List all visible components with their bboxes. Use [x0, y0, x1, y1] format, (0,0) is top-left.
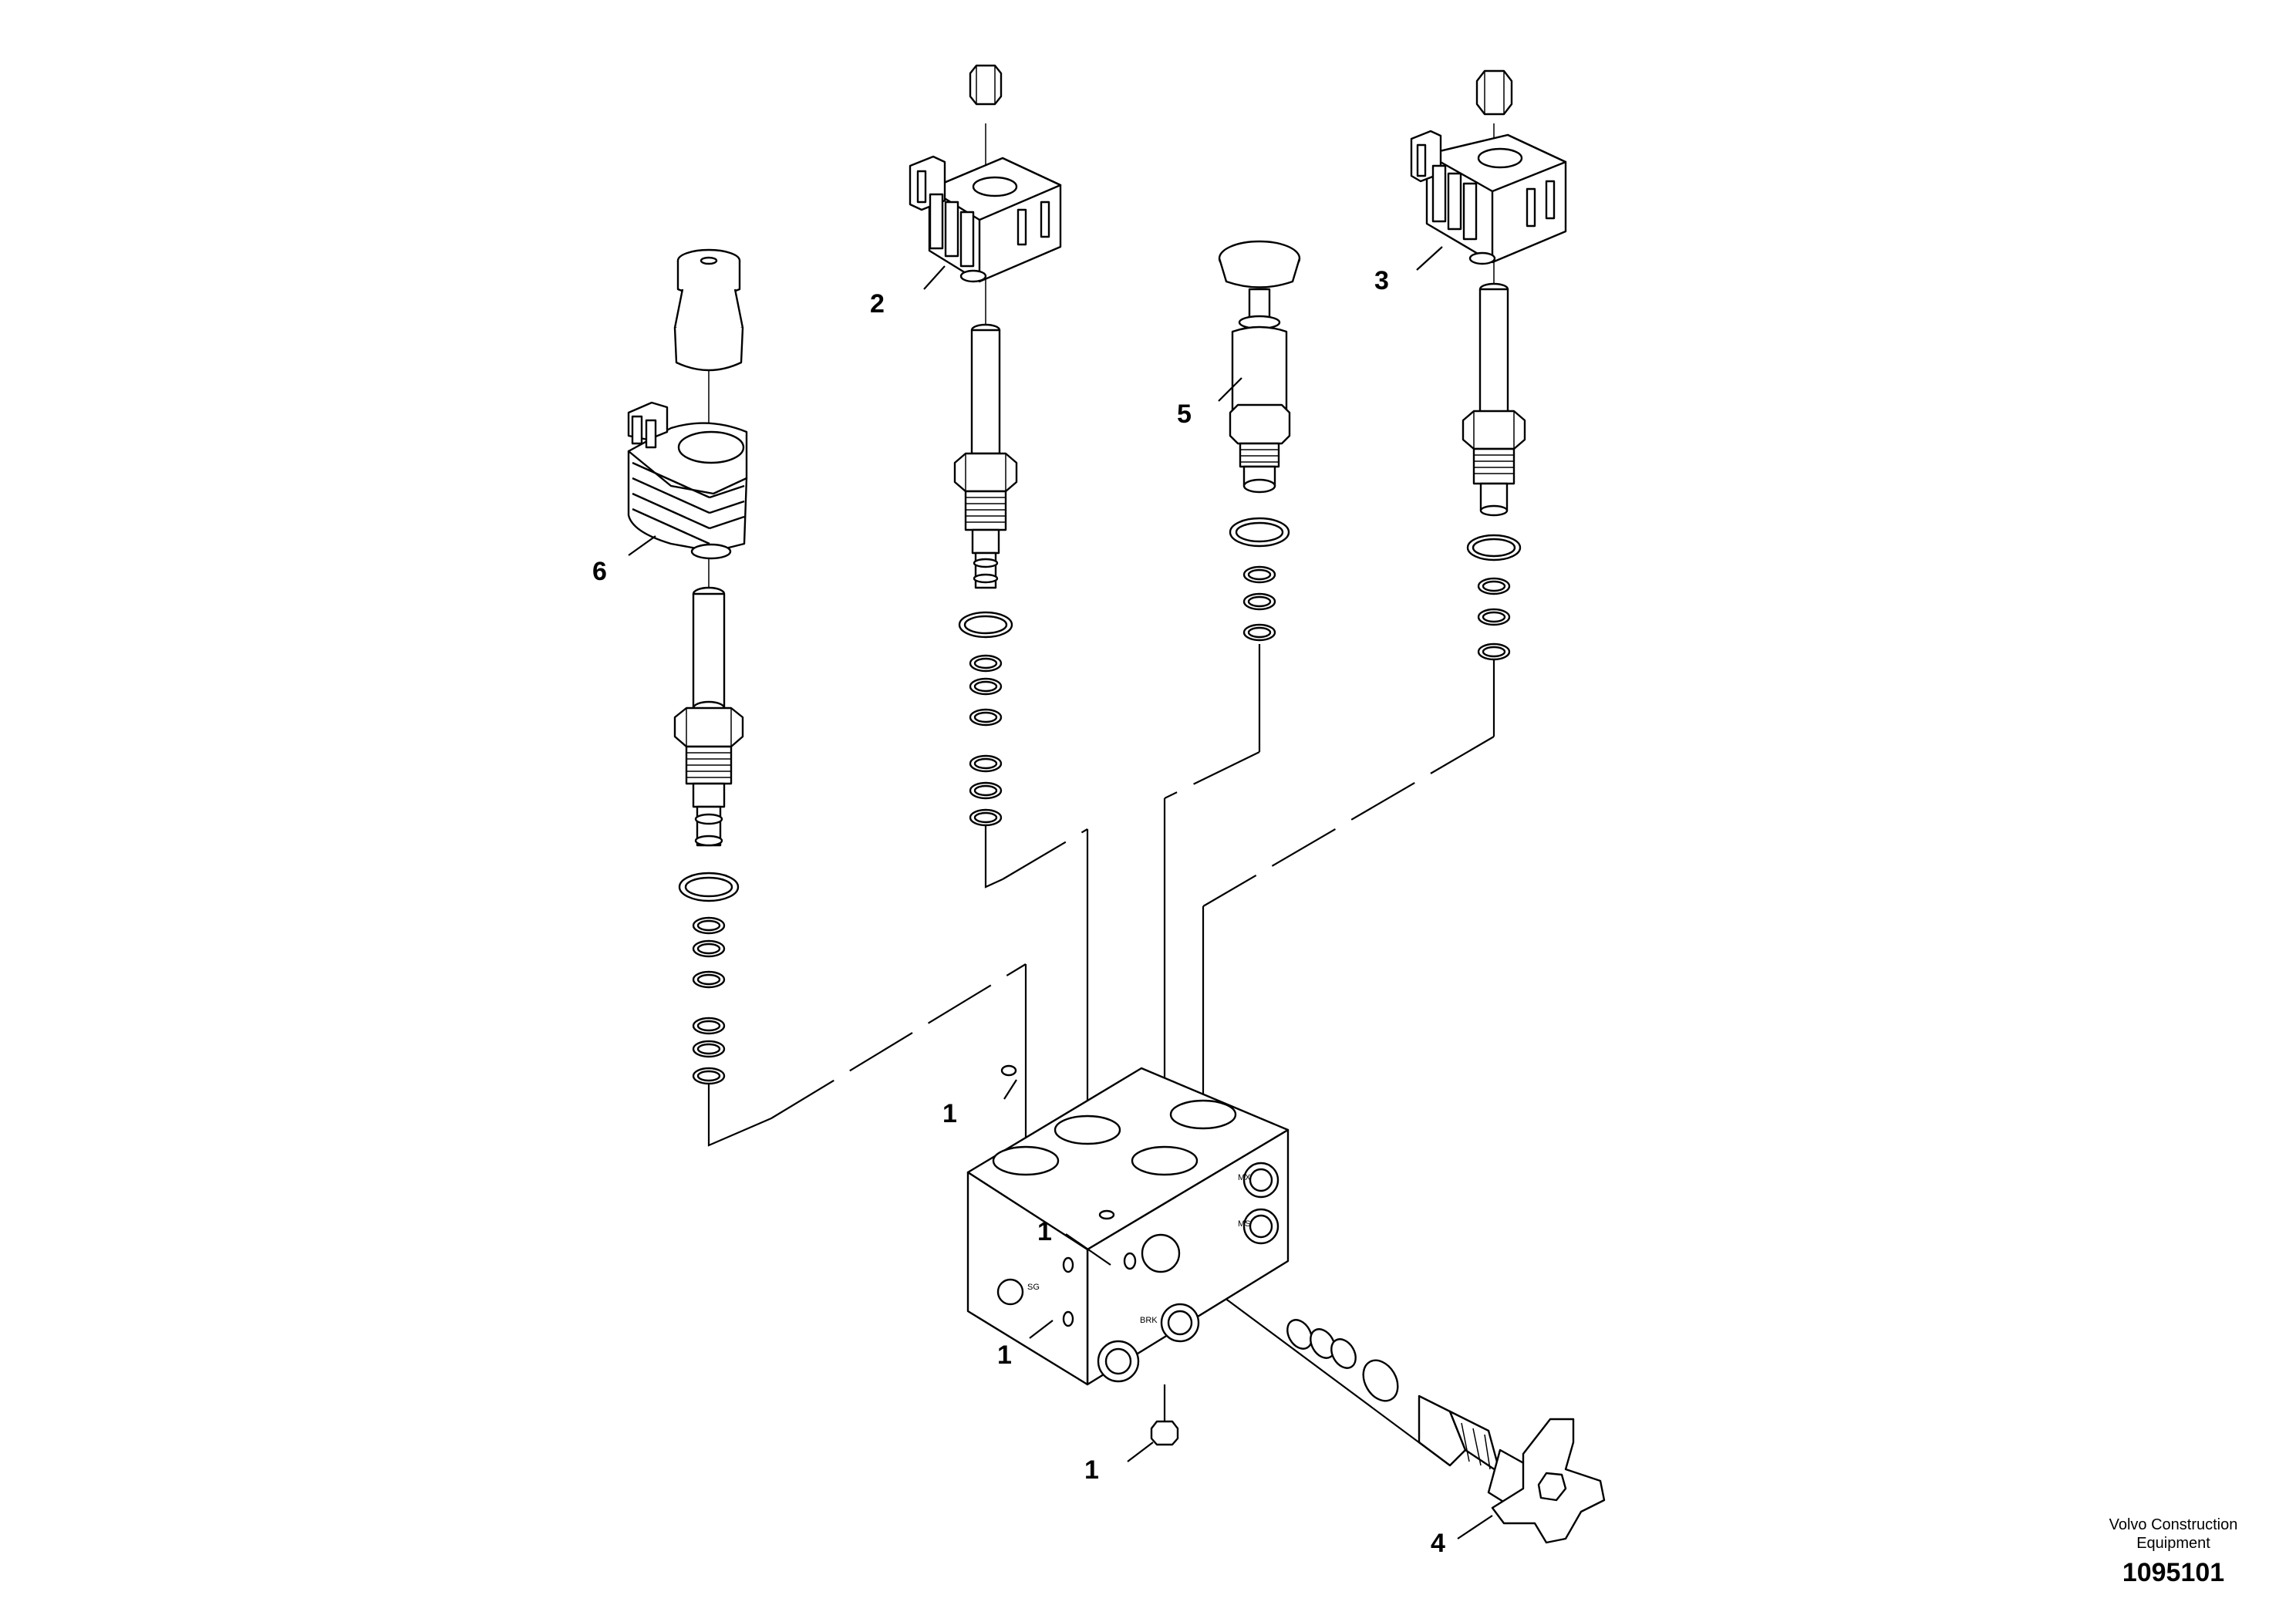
brand-line-2: Equipment — [2136, 1535, 2210, 1552]
port-label-brk: BRK — [1140, 1316, 1158, 1325]
port-label-ms: MS — [1238, 1219, 1251, 1229]
port-label-sg: SG — [1027, 1283, 1040, 1292]
solenoid-valve-3 — [1410, 69, 1567, 661]
brand-line-1: Volvo Construction — [2109, 1516, 2238, 1533]
callout-6: 6 — [592, 557, 607, 586]
callout-3: 3 — [1374, 266, 1389, 295]
leader-lines — [628, 246, 1493, 1539]
port-label-mx: MX — [1238, 1173, 1251, 1182]
part-number: 1095101 — [2122, 1558, 2224, 1587]
solenoid-valve-6 — [627, 248, 748, 1085]
callout-1-mid: 1 — [1037, 1217, 1052, 1246]
callout-5: 5 — [1177, 400, 1192, 429]
relief-valve-5 — [1218, 240, 1301, 642]
brand-block: Volvo Construction Equipment 1095101 — [2109, 1516, 2238, 1587]
callouts: 2 3 5 6 1 1 1 1 4 — [592, 266, 1445, 1558]
valve-handle-4 — [1286, 1319, 1606, 1544]
valve-block: MX MS SG BRK — [966, 1067, 1290, 1386]
callout-1-left: 1 — [997, 1340, 1012, 1370]
solenoid-valve-2 — [909, 64, 1062, 827]
callout-1-bottom: 1 — [1084, 1455, 1099, 1485]
plugs-1 — [1000, 1064, 1179, 1446]
callout-4: 4 — [1431, 1529, 1445, 1558]
callout-1-top: 1 — [942, 1099, 957, 1128]
callout-2: 2 — [870, 289, 885, 319]
